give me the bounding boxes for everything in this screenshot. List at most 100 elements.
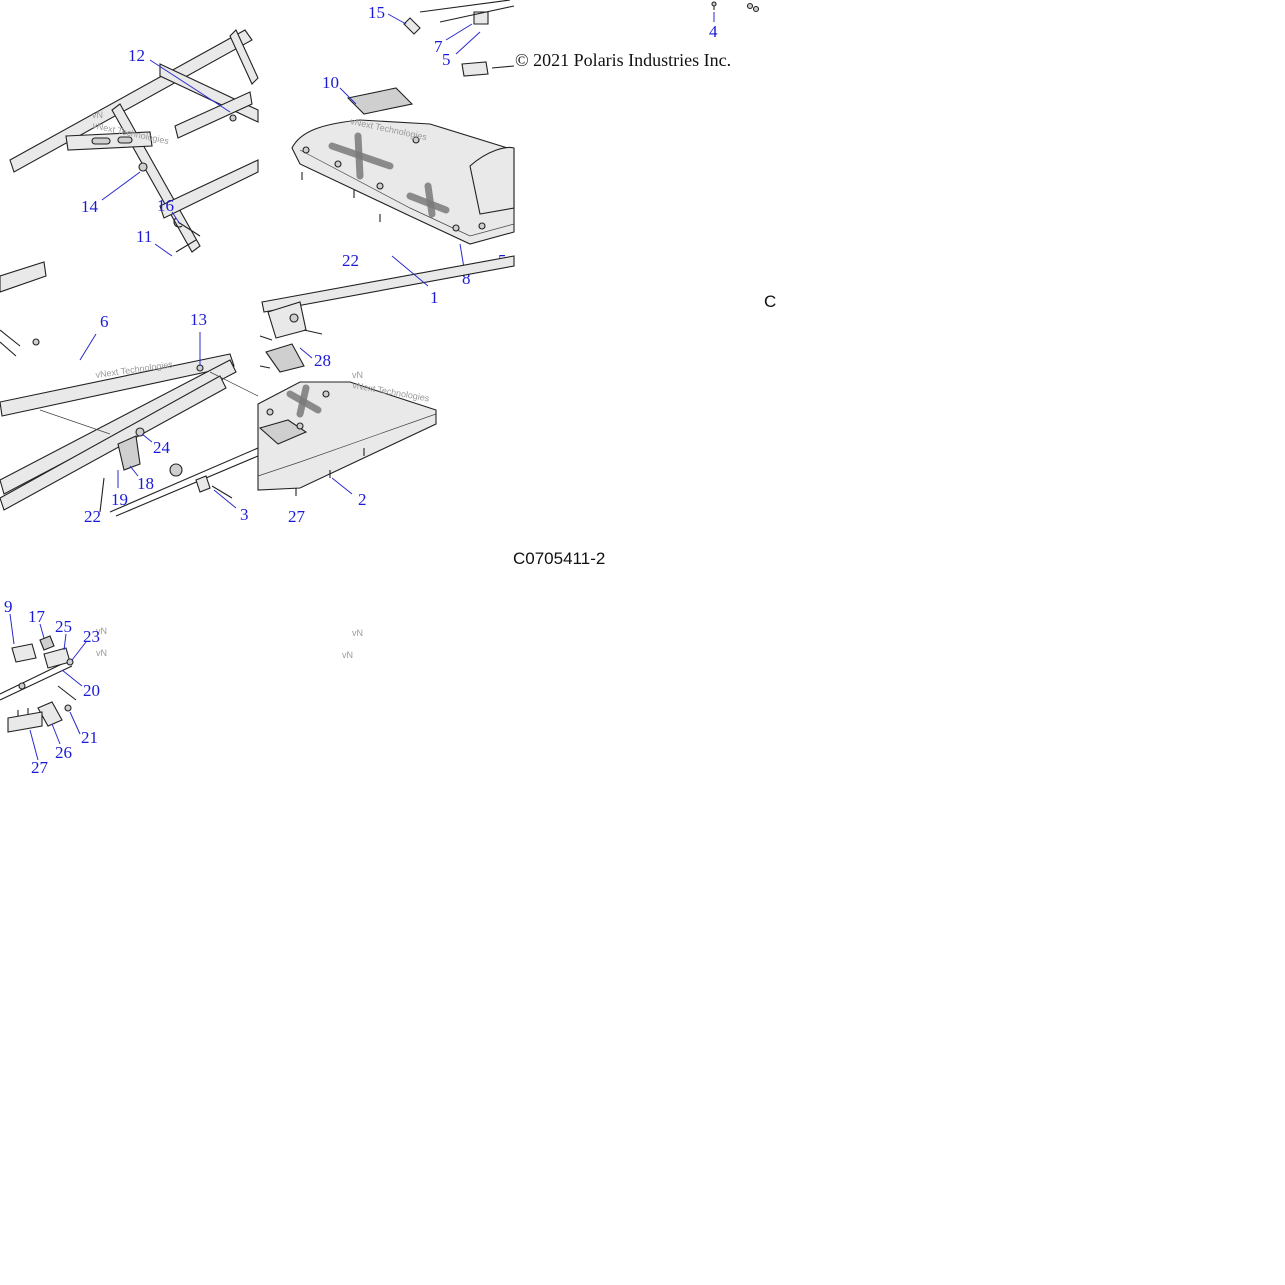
frame-tube — [0, 329, 21, 357]
callout-27: 27 — [31, 758, 49, 777]
skid-bolt-hole — [412, 136, 420, 144]
frame-rail-stub — [0, 261, 47, 293]
rocker-lower-edge — [109, 447, 259, 517]
leader-line — [51, 723, 61, 745]
leader-line — [391, 255, 429, 287]
callout-9: 9 — [4, 597, 13, 616]
leader-line — [69, 711, 81, 735]
copyright-notice: © 2021 Polaris Industries Inc. — [515, 50, 731, 70]
spacer-tube — [461, 61, 489, 77]
callout-18: 18 — [137, 474, 154, 493]
leader-line — [141, 433, 153, 443]
callout-8: 8 — [462, 269, 471, 288]
leader-line — [39, 623, 45, 639]
rocker-rail — [0, 359, 237, 495]
skid-bolt-hole — [296, 422, 304, 430]
clamp — [195, 475, 211, 493]
callout-6: 6 — [100, 312, 109, 331]
watermark: vN — [352, 370, 363, 380]
nut — [752, 5, 760, 13]
latch-plate — [265, 343, 305, 373]
nut — [746, 2, 754, 10]
rod — [491, 65, 515, 69]
frame-slot — [117, 136, 133, 144]
tile-frame-rails: vN vNext Technologies 12 14 16 11 — [9, 29, 259, 257]
callout-3: 3 — [240, 505, 249, 524]
tile-hardware: vN vN 9 17 25 23 20 21 26 27 — [0, 597, 107, 777]
frame-side-rail — [0, 353, 235, 417]
leader-line — [445, 23, 473, 41]
nut — [64, 704, 72, 712]
frame-diagonal-tube — [229, 29, 259, 85]
watermark: vN — [96, 626, 107, 636]
latch-body — [43, 647, 71, 669]
callout-17: 17 — [28, 607, 46, 626]
leader-line — [154, 243, 173, 257]
callout-10: 10 — [322, 73, 339, 92]
tow-pin — [173, 217, 201, 237]
spacer — [473, 11, 489, 25]
skid-plate-edge — [299, 149, 515, 237]
tile-watermark-fragment: vN vN — [342, 628, 363, 660]
skid-plate-panel — [346, 87, 414, 115]
leader-line — [101, 171, 141, 201]
skid-pocket — [258, 419, 308, 445]
nut — [66, 658, 74, 666]
callout-16: 16 — [157, 196, 174, 215]
tile-skid-plate: vNext Technologies 15 7 5 10 8 5 — [291, 0, 515, 288]
callout-24: 24 — [153, 438, 171, 457]
watermark: vN — [352, 628, 363, 638]
callout-22: 22 — [342, 251, 359, 270]
callout-28: 28 — [314, 351, 331, 370]
skid-bolt-hole — [478, 222, 486, 230]
latch-bracket — [37, 701, 63, 727]
callout-25: 25 — [55, 617, 72, 636]
bolt — [17, 685, 77, 716]
callout-20: 20 — [83, 681, 100, 700]
leader-line — [149, 59, 231, 113]
bolt-head — [711, 1, 717, 7]
callout-15: 15 — [368, 3, 385, 22]
leader-line — [459, 243, 465, 269]
watermark: vN — [92, 110, 103, 120]
frame-nut — [229, 114, 237, 122]
tile-rear-panel: vN vNext Technologies 22 1 28 2 27 — [257, 251, 515, 526]
alignment-line — [39, 409, 111, 435]
leader-line — [455, 31, 481, 55]
clip — [39, 635, 55, 651]
frame-side-plate — [174, 91, 253, 139]
tow-hook — [403, 17, 421, 35]
callout-5: 5 — [442, 50, 451, 69]
skid-bolt-hole — [452, 224, 460, 232]
nut — [32, 338, 40, 346]
skid-bolt-hole — [266, 408, 274, 416]
skid-bolt-hole — [322, 390, 330, 398]
leader-line — [213, 489, 237, 509]
callout-14: 14 — [81, 197, 99, 216]
callout-7: 7 — [434, 37, 443, 56]
callout-26: 26 — [55, 743, 72, 762]
tile-side-rail: vNext Technologies 6 13 24 18 19 22 3 — [0, 261, 259, 526]
callout-22: 22 — [84, 507, 101, 526]
nut — [18, 682, 26, 690]
nut — [289, 313, 299, 323]
skid-x-mark — [296, 384, 310, 418]
bolt — [295, 448, 365, 496]
callout-1: 1 — [430, 288, 439, 307]
frame-lower-tube — [159, 159, 259, 219]
bumper-block — [11, 643, 37, 663]
callout-11: 11 — [136, 227, 152, 246]
leader-line — [79, 333, 97, 361]
callout-4: 4 — [709, 22, 718, 41]
callout-2: 2 — [358, 490, 367, 509]
callout-27: 27 — [288, 507, 306, 526]
fragment-text: C — [764, 292, 776, 311]
watermark: vN — [342, 650, 353, 660]
alignment-line — [209, 371, 259, 397]
skid-plate-rear — [469, 146, 515, 215]
leader-line — [387, 13, 407, 25]
bolt — [99, 477, 233, 513]
leader-line — [9, 613, 15, 645]
frame-nut — [138, 162, 148, 172]
bumper — [169, 463, 183, 477]
